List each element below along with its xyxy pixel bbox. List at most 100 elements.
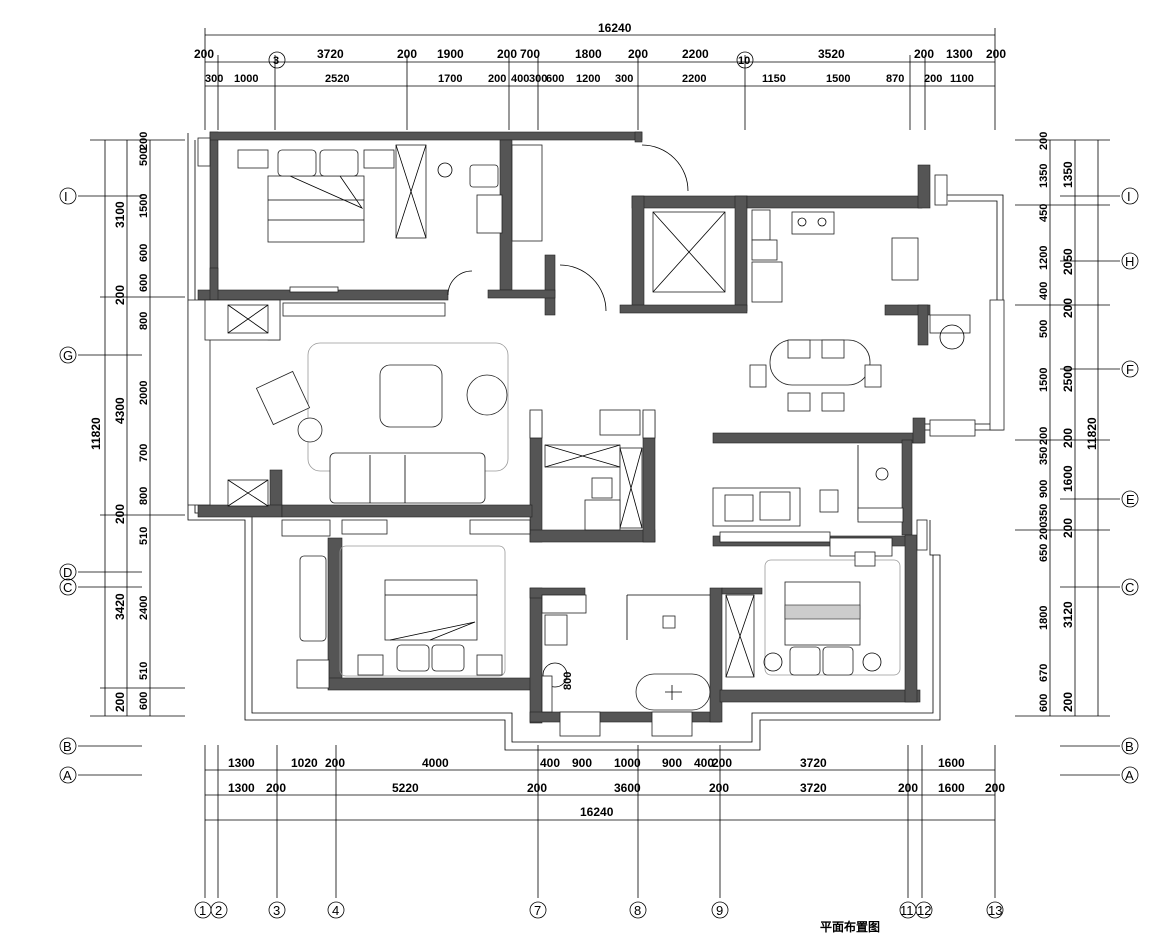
svg-text:1500: 1500 — [138, 194, 150, 218]
dim-top-total: 16240 — [598, 21, 632, 35]
grid-axes-bottom: 1 2 3 4 7 8 9 11 12 13 — [194, 901, 1004, 919]
svg-text:1500: 1500 — [1038, 368, 1050, 392]
grid-label-left-i: I — [64, 189, 68, 204]
left-dimensions: 11820 3100 200 4300 200 3420 200 200 500… — [89, 132, 185, 717]
grid-label-col-2: 2 — [215, 903, 222, 918]
svg-text:200: 200 — [1038, 427, 1050, 445]
master-bedroom — [237, 144, 503, 293]
grid-label-col-12: 12 — [917, 903, 931, 918]
dim-top-row2: 300 1000 2520 1700 200 400 300 600 1200 … — [205, 73, 974, 85]
dim-top-row1: 200 3720 200 1900 200 700 1800 200 2200 … — [194, 47, 1006, 61]
top-dimensions: 16240 200 3720 200 1900 200 700 1800 200… — [194, 21, 1006, 130]
windows — [187, 137, 1005, 737]
armchair — [255, 370, 311, 426]
bathroom: 800 — [541, 594, 711, 713]
svg-text:4000: 4000 — [422, 756, 449, 770]
svg-text:3100: 3100 — [113, 201, 127, 228]
svg-text:900: 900 — [572, 756, 592, 770]
annotation-800: 800 — [562, 672, 574, 690]
svg-text:700: 700 — [520, 47, 540, 61]
svg-text:200: 200 — [113, 692, 127, 712]
svg-text:200: 200 — [628, 47, 648, 61]
svg-text:1350: 1350 — [1061, 161, 1075, 188]
toilet — [469, 164, 499, 188]
svg-text:200: 200 — [138, 132, 150, 150]
svg-text:200: 200 — [194, 47, 214, 61]
kitchen-sink — [891, 237, 919, 281]
svg-text:200: 200 — [527, 781, 547, 795]
svg-text:600: 600 — [138, 274, 150, 292]
svg-text:400: 400 — [694, 756, 714, 770]
svg-text:2520: 2520 — [325, 73, 349, 85]
svg-text:300: 300 — [205, 73, 223, 85]
svg-text:3720: 3720 — [317, 47, 344, 61]
grid-label-col-11: 11 — [900, 903, 914, 918]
svg-text:2200: 2200 — [682, 47, 709, 61]
floor-drain — [437, 162, 453, 178]
svg-text:400: 400 — [1038, 282, 1050, 300]
grid-label-col-3: 3 — [273, 903, 280, 918]
side-table — [466, 374, 508, 416]
svg-text:1600: 1600 — [938, 756, 965, 770]
svg-text:3120: 3120 — [1061, 601, 1075, 628]
svg-text:5220: 5220 — [392, 781, 419, 795]
svg-text:200: 200 — [709, 781, 729, 795]
svg-text:1300: 1300 — [946, 47, 973, 61]
svg-text:1150: 1150 — [762, 73, 786, 85]
svg-text:1900: 1900 — [437, 47, 464, 61]
svg-text:300: 300 — [529, 73, 547, 85]
svg-text:800: 800 — [138, 312, 150, 330]
dim-right-inner: 200 1350 450 1200 400 500 1500 200 350 9… — [1038, 132, 1050, 712]
svg-text:3720: 3720 — [800, 756, 827, 770]
grid-label-col-7: 7 — [534, 903, 541, 918]
grid-label-col-4: 4 — [332, 903, 339, 918]
desk — [299, 555, 327, 642]
svg-text:600: 600 — [138, 244, 150, 262]
svg-text:1200: 1200 — [1038, 246, 1050, 270]
svg-text:350: 350 — [1038, 504, 1050, 522]
bed — [384, 579, 478, 641]
svg-text:200: 200 — [1038, 522, 1050, 540]
basin — [476, 194, 503, 234]
svg-text:2000: 2000 — [138, 381, 150, 405]
coffee-table — [379, 364, 443, 428]
walls — [197, 131, 931, 724]
grid-label-right-a: A — [1125, 768, 1134, 783]
svg-text:200: 200 — [924, 73, 942, 85]
svg-text:650: 650 — [1038, 544, 1050, 562]
svg-text:200: 200 — [325, 756, 345, 770]
svg-text:600: 600 — [1038, 694, 1050, 712]
sofa — [329, 452, 486, 504]
svg-text:510: 510 — [138, 662, 150, 680]
svg-text:3: 3 — [273, 55, 279, 67]
utility-room — [712, 445, 904, 543]
svg-text:1600: 1600 — [1061, 465, 1075, 492]
svg-text:670: 670 — [1038, 664, 1050, 682]
svg-text:1020: 1020 — [291, 756, 318, 770]
dim-right-total: 11820 — [1085, 417, 1099, 450]
grid-label-left-d: D — [63, 565, 72, 580]
svg-text:200: 200 — [113, 504, 127, 524]
pillow-right — [319, 149, 359, 177]
svg-text:1800: 1800 — [575, 47, 602, 61]
grid-label-left-b: B — [63, 739, 72, 754]
grid-label-col-1: 1 — [199, 903, 206, 918]
svg-text:10: 10 — [738, 55, 750, 67]
svg-text:400: 400 — [540, 756, 560, 770]
svg-text:3420: 3420 — [113, 593, 127, 620]
dim-bottom-row1: 1300 1020 200 4000 400 900 1000 900 400 … — [228, 756, 965, 770]
svg-text:200: 200 — [986, 47, 1006, 61]
dim-left-total: 11820 — [89, 417, 103, 450]
dim-left-mid: 3100 200 4300 200 3420 200 — [113, 201, 127, 712]
svg-text:600: 600 — [546, 73, 564, 85]
dim-right-mid: 1350 2050 200 2500 200 1600 200 3120 200 — [1061, 161, 1075, 712]
nightstand-left — [237, 149, 269, 169]
svg-text:1200: 1200 — [576, 73, 600, 85]
second-bedroom — [281, 519, 531, 689]
svg-text:200: 200 — [1038, 132, 1050, 150]
svg-text:350: 350 — [1038, 447, 1050, 465]
cooktop — [791, 211, 835, 235]
living-room — [204, 299, 509, 507]
svg-text:900: 900 — [662, 756, 682, 770]
svg-text:1300: 1300 — [228, 781, 255, 795]
